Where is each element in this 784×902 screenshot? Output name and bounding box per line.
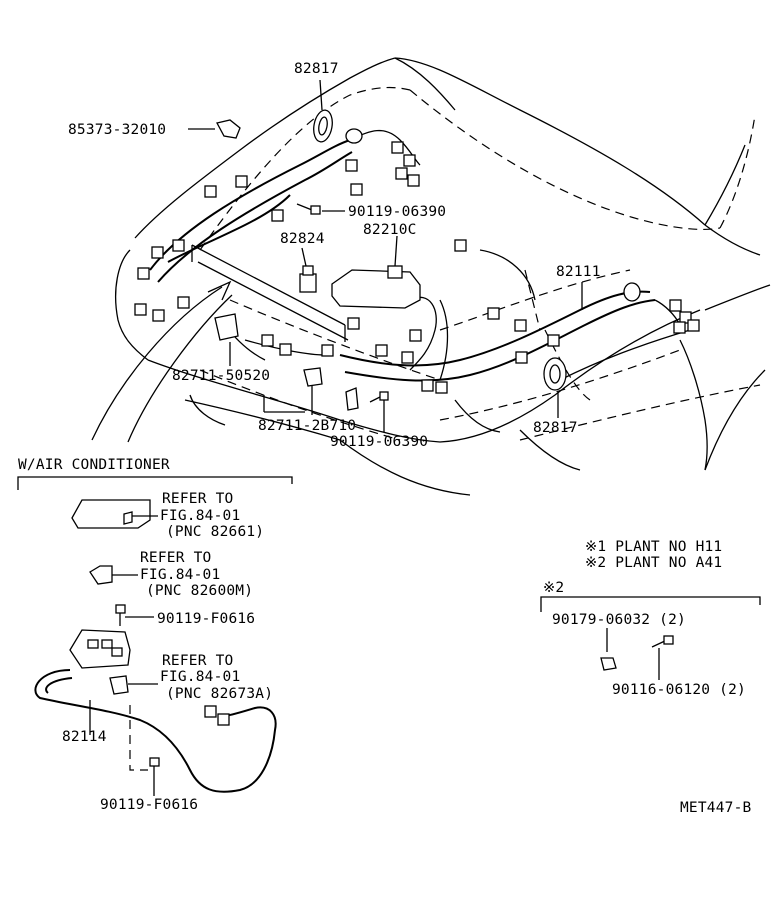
label-90119-06390-bottom: 90119-06390: [330, 434, 428, 450]
hood-dashed-lines: [199, 86, 761, 441]
refer2-line3: (PNC 82600M): [146, 583, 253, 599]
connectors: [134, 141, 700, 394]
plant-note-2: ※2 PLANT NO A41: [585, 555, 722, 571]
label-90119-f0616-b: 90119-F0616: [100, 797, 198, 813]
refer3-line2: FIG.84-01: [160, 669, 240, 685]
label-82711-50520: 82711-50520: [172, 368, 270, 384]
drawing-code: MET447-B: [680, 800, 752, 816]
refer2-line1: REFER TO: [140, 550, 211, 566]
reference-arrow: [91, 280, 233, 443]
refer3-line1: REFER TO: [162, 653, 233, 669]
components: [214, 109, 641, 411]
aircon-section-header: W/AIR CONDITIONER: [18, 457, 170, 473]
label-82210c: 82210C: [363, 222, 417, 238]
label-82817-top: 82817: [294, 61, 339, 77]
leader-lines: [188, 79, 583, 432]
label-82114: 82114: [62, 729, 107, 745]
car-body-outline: [115, 57, 771, 496]
refer1-line1: REFER TO: [162, 491, 233, 507]
label-82824: 82824: [280, 231, 325, 247]
plant-note-section: [540, 596, 761, 680]
note2-section-header: ※2: [543, 580, 564, 596]
refer1-line2: FIG.84-01: [160, 508, 240, 524]
label-90119-06390-top: 90119-06390: [348, 204, 446, 220]
label-90116-06120: 90116-06120 (2): [612, 682, 746, 698]
label-85373-32010: 85373-32010: [68, 122, 166, 138]
label-82111: 82111: [556, 264, 601, 280]
aircon-section: [17, 476, 293, 796]
label-82817-bottom: 82817: [533, 420, 578, 436]
label-90179-06032: 90179-06032 (2): [552, 612, 686, 628]
label-90119-f0616-a: 90119-F0616: [157, 611, 255, 627]
label-82711-2b710: 82711-2B710: [258, 418, 356, 434]
refer2-line2: FIG.84-01: [140, 567, 220, 583]
plant-note-1: ※1 PLANT NO H11: [585, 539, 722, 555]
refer3-line3: (PNC 82673A): [166, 686, 273, 702]
refer1-line3: (PNC 82661): [166, 524, 264, 540]
